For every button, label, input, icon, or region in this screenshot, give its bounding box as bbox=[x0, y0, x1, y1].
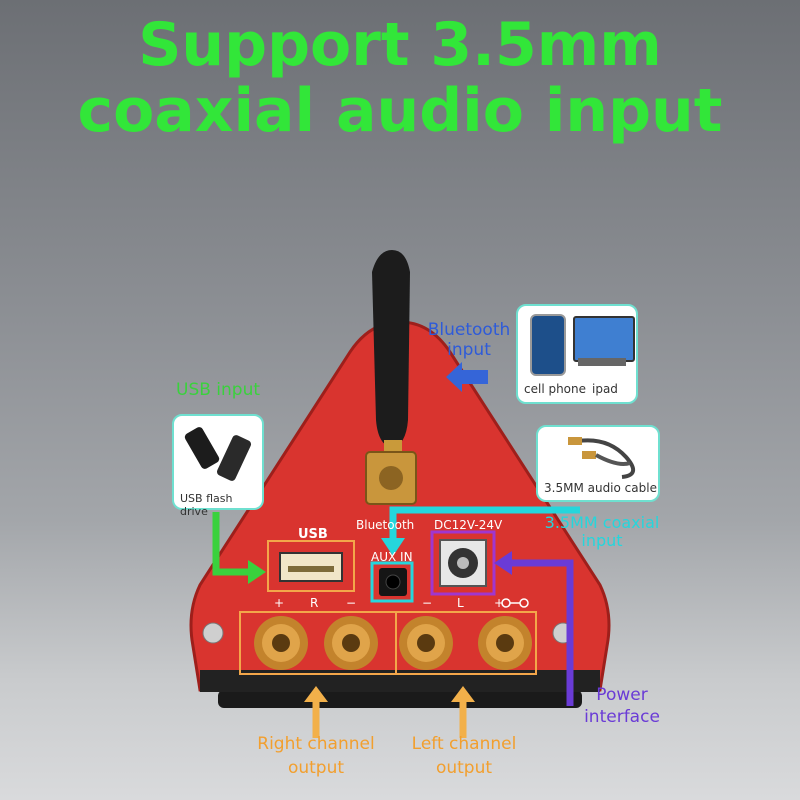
mark-l-minus: − bbox=[422, 596, 433, 610]
right-output-arrow-head-icon bbox=[304, 686, 328, 702]
aux-panel-label: AUX IN bbox=[371, 550, 413, 564]
usb-highlight bbox=[267, 540, 355, 592]
left-output-arrow-head-icon bbox=[451, 686, 475, 702]
aux-highlight bbox=[370, 561, 414, 603]
mark-r: R bbox=[310, 596, 319, 610]
power-arrow bbox=[510, 559, 574, 706]
audio-cable-card: 3.5MM audio cable bbox=[536, 425, 660, 502]
antenna-connector bbox=[384, 440, 402, 454]
usb-port-label: USB bbox=[298, 527, 328, 542]
mark-l-plus: + bbox=[494, 596, 505, 610]
headline-line-2: coaxial audio input bbox=[77, 76, 723, 146]
usb-arrow bbox=[212, 512, 250, 576]
bluetooth-panel-label: Bluetooth bbox=[356, 518, 415, 532]
audio-cable-icon bbox=[568, 437, 635, 479]
usb-flash-drive-icon bbox=[183, 425, 221, 471]
left-output-highlight bbox=[395, 611, 537, 675]
mark-r-minus: − bbox=[346, 596, 357, 610]
binding-post-l-plus bbox=[478, 616, 532, 670]
aux-jack-hole bbox=[385, 574, 401, 590]
dc-port-pin bbox=[457, 557, 469, 569]
coaxial-input-callout: 3.5MM coaxial input bbox=[544, 513, 660, 550]
left-screw-icon bbox=[202, 622, 224, 644]
right-channel-callout: Right channel output bbox=[257, 734, 375, 778]
bluetooth-device-card: cell phone ipad bbox=[516, 304, 638, 404]
binding-post-r-plus bbox=[254, 616, 308, 670]
dc-panel-label: DC12V-24V bbox=[434, 518, 503, 532]
ipad-caption: ipad bbox=[592, 382, 618, 396]
device-base bbox=[218, 690, 582, 708]
binding-post-r-minus bbox=[324, 616, 378, 670]
cell-phone-icon bbox=[530, 314, 566, 376]
bluetooth-arrow-icon bbox=[446, 362, 488, 392]
power-interface-callout: Power interface bbox=[584, 685, 660, 727]
bluetooth-input-callout: Bluetooth input bbox=[427, 320, 511, 360]
cell-phone-caption: cell phone bbox=[524, 382, 587, 396]
usb-input-callout: USB input bbox=[176, 380, 261, 400]
device-bottom-strip bbox=[200, 670, 600, 692]
mark-r-plus: + bbox=[274, 596, 285, 610]
usb-flash-caption: USB flash drive bbox=[180, 492, 233, 518]
audio-cable-caption: 3.5MM audio cable bbox=[544, 481, 657, 495]
aux-arrow-head-icon bbox=[381, 538, 405, 556]
usb-flash-cap-icon bbox=[215, 433, 253, 483]
ipad-stand-icon bbox=[578, 358, 626, 366]
usb-flash-card: USB flash drive bbox=[172, 414, 264, 518]
mark-l: L bbox=[457, 596, 464, 610]
ipad-icon bbox=[573, 316, 635, 362]
headline-line-1: Support 3.5mm bbox=[138, 10, 662, 80]
dc-polarity-icon bbox=[501, 598, 529, 608]
usb-arrow-head-icon bbox=[248, 560, 266, 584]
antenna bbox=[372, 250, 410, 448]
left-channel-callout: Left channel output bbox=[411, 734, 517, 778]
usb-port-contacts bbox=[288, 566, 334, 572]
binding-post-l-minus bbox=[399, 616, 453, 670]
antenna-base-ring bbox=[379, 466, 403, 490]
aux-arrow bbox=[389, 506, 580, 540]
power-arrow-head-icon bbox=[494, 551, 512, 575]
